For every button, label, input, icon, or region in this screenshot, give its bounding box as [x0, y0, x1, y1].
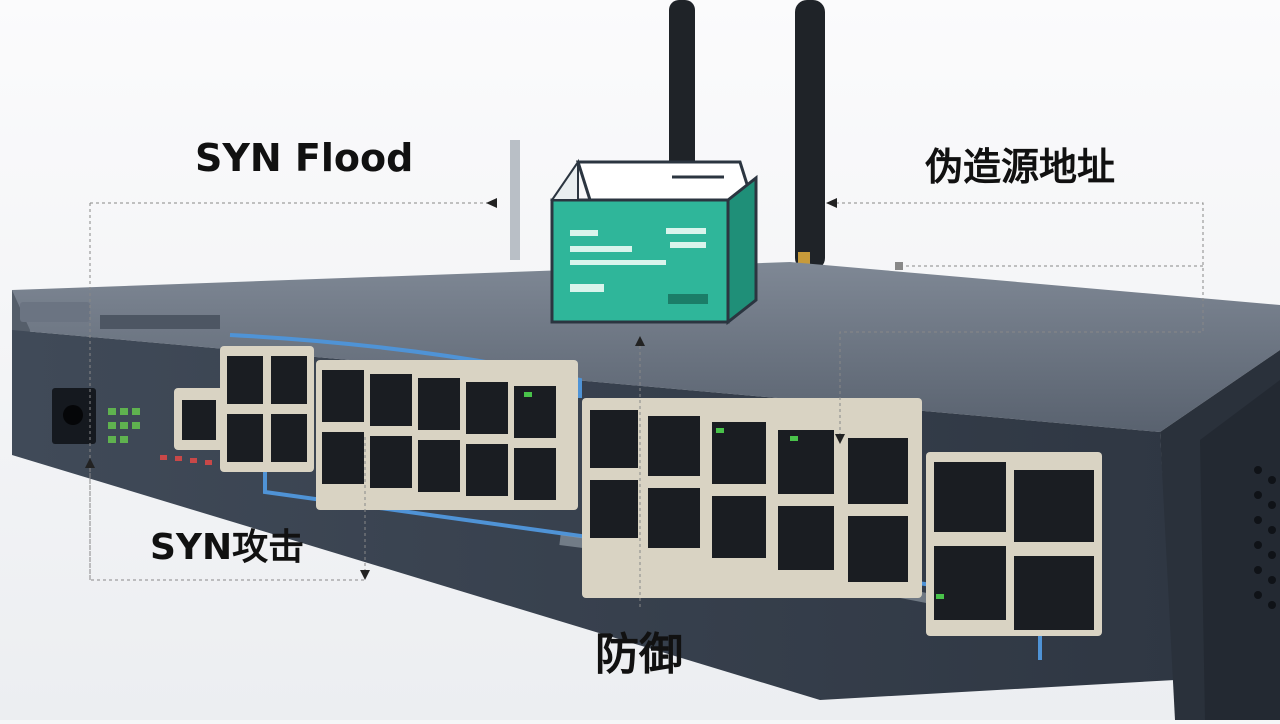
- arrowheads: [85, 198, 903, 580]
- label-defense: 防御: [595, 629, 683, 680]
- connectors: [89, 202, 1204, 610]
- antenna-icon: [510, 0, 825, 270]
- packet-box-icon: [550, 158, 758, 326]
- label-syn-flood: SYN Flood: [195, 136, 414, 180]
- label-spoofed-source: 伪造源地址: [925, 145, 1116, 189]
- port-array: [174, 346, 1102, 636]
- label-syn-attack: SYN攻击: [150, 527, 305, 568]
